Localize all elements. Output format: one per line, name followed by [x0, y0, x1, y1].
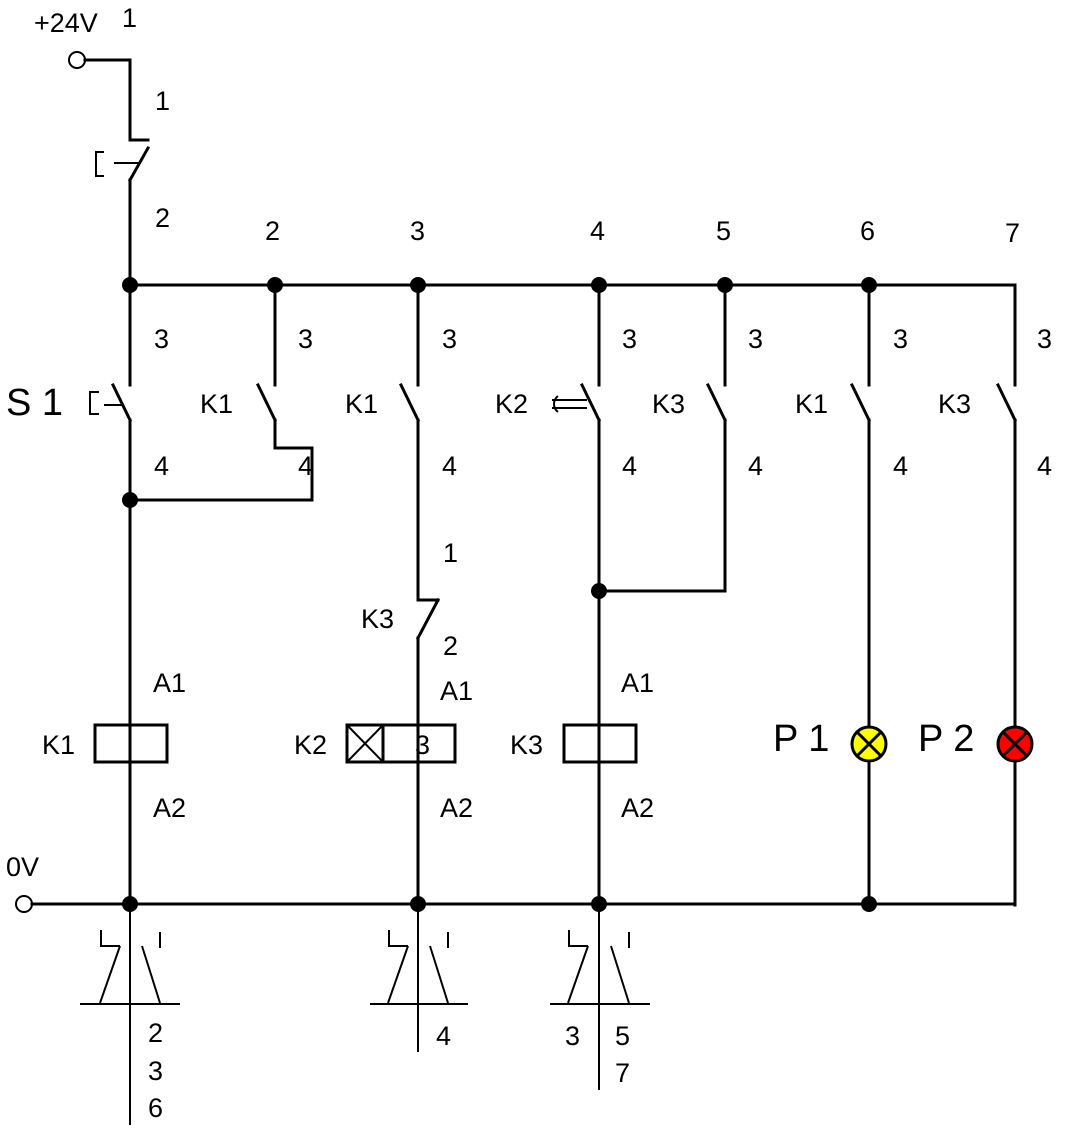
- contact-k1-lamp: [849, 283, 872, 907]
- supply-ground-label: 0V: [6, 852, 39, 882]
- start-switch-terminal-bottom: 4: [154, 451, 169, 481]
- cross-reference-entry: 4: [436, 1021, 451, 1051]
- column-number: 2: [265, 216, 280, 246]
- lamp-label: P 1: [773, 718, 829, 760]
- cross-reference-entry: 6: [148, 1093, 163, 1123]
- lamp-p1-icon: [850, 725, 888, 763]
- coil-label: K2: [294, 730, 327, 760]
- contact-terminal-top: 3: [298, 324, 313, 354]
- interlock-terminal-top: 1: [443, 538, 458, 568]
- cross-reference-entry: 3: [148, 1056, 163, 1086]
- contact-label: K2: [495, 389, 528, 419]
- contact-k1-holding: [128, 283, 314, 502]
- cross-reference-entry: 3: [565, 1021, 580, 1051]
- contact-k1-column3: [398, 283, 441, 907]
- coil-terminal-a2: A2: [621, 793, 654, 823]
- coil-terminal-a2: A2: [440, 793, 473, 823]
- supply-positive: [68, 51, 132, 142]
- contact-terminal-top: 3: [893, 324, 908, 354]
- start-switch-label: S 1: [6, 382, 63, 424]
- supply-positive-label: +24V: [34, 8, 98, 38]
- column-number: 4: [590, 216, 605, 246]
- supply-ground: [15, 895, 1017, 913]
- start-switch-s1: [89, 283, 133, 907]
- contact-terminal-top: 3: [622, 324, 637, 354]
- contact-terminal-bottom: 4: [442, 451, 457, 481]
- coil-k1: [93, 723, 169, 764]
- cross-reference-entry: 5: [615, 1021, 630, 1051]
- contact-terminal-top: 3: [1037, 324, 1052, 354]
- contact-label: K3: [938, 389, 971, 419]
- coil-k2-delay: [345, 723, 457, 764]
- coil-terminal-a1: A1: [440, 676, 473, 706]
- contact-k2-delayed: [552, 283, 602, 907]
- contact-terminal-top: 3: [442, 324, 457, 354]
- column-number: 3: [410, 216, 425, 246]
- contact-label: K1: [795, 389, 828, 419]
- contact-terminal-bottom: 4: [748, 451, 763, 481]
- interlock-terminal-bottom: 2: [443, 631, 458, 661]
- stop-switch-terminal-bottom: 2: [155, 203, 170, 233]
- coil-label: K3: [510, 730, 543, 760]
- start-switch-terminal-top: 3: [154, 324, 169, 354]
- coil-terminal-a1: A1: [621, 668, 654, 698]
- coil-label: K1: [42, 730, 75, 760]
- cross-reference-entry: 2: [148, 1018, 163, 1048]
- contact-terminal-bottom: 4: [893, 451, 908, 481]
- column-number: 5: [716, 216, 731, 246]
- column-number: 6: [860, 216, 875, 246]
- coil-delay-value: 3: [415, 730, 430, 760]
- cross-reference-k1: [80, 910, 180, 1125]
- coil-k3: [562, 723, 638, 764]
- contact-terminal-bottom: 4: [298, 451, 313, 481]
- lamp-label: P 2: [918, 718, 974, 760]
- supply-column-number: 1: [122, 3, 137, 33]
- contact-terminal-bottom: 4: [1037, 451, 1052, 481]
- column-number: 7: [1005, 218, 1020, 248]
- cross-reference-k3: [550, 910, 650, 1090]
- coil-terminal-a2: A2: [153, 793, 186, 823]
- top-bus: [128, 283, 1017, 387]
- contact-label: K1: [200, 389, 233, 419]
- contact-terminal-top: 3: [748, 324, 763, 354]
- lamp-p2-icon: [996, 725, 1034, 763]
- contact-k3-holding: [597, 283, 728, 593]
- contact-label: K3: [652, 389, 685, 419]
- stop-switch: [95, 138, 151, 287]
- contact-label: K1: [345, 389, 378, 419]
- cross-reference-k2: [370, 910, 468, 1052]
- interlock-label: K3: [361, 604, 394, 634]
- contact-k3-lamp: [995, 382, 1018, 907]
- contact-terminal-bottom: 4: [622, 451, 637, 481]
- junction-dots: [122, 277, 877, 912]
- cross-reference-entry: 7: [615, 1058, 630, 1088]
- stop-switch-terminal-top: 1: [155, 86, 170, 116]
- coil-terminal-a1: A1: [153, 668, 186, 698]
